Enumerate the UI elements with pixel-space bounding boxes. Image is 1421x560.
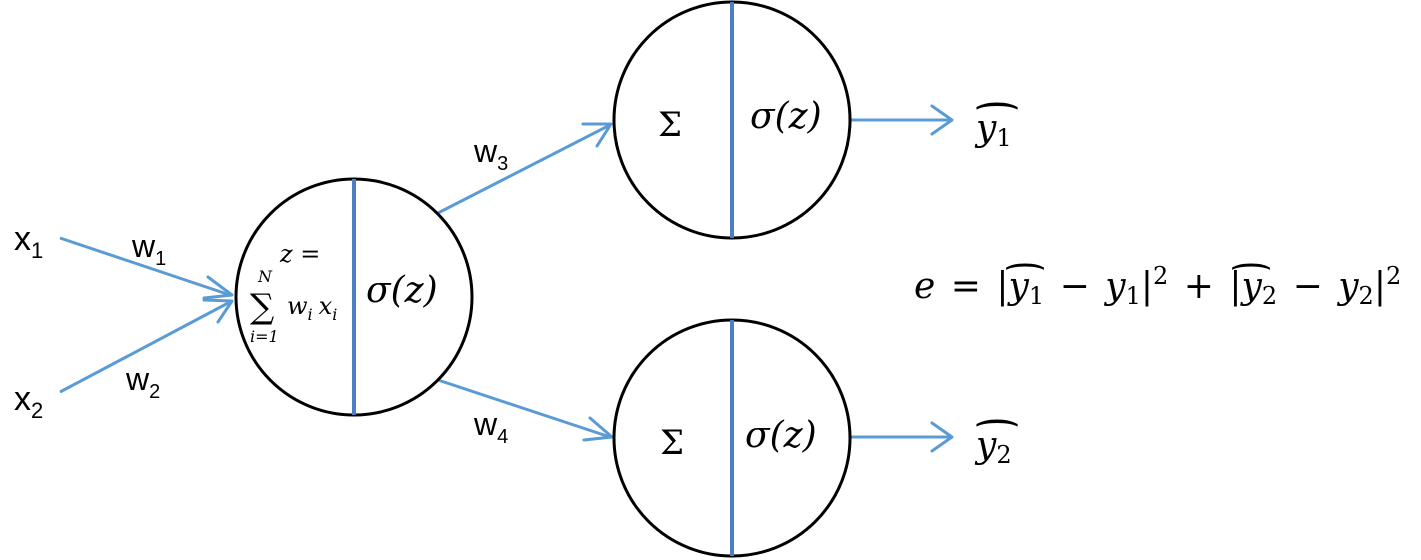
yhat1-label: y1: [974, 108, 1012, 152]
yhat2-hat: ⌢: [972, 397, 1022, 443]
yhat1-hat: ⌢: [972, 80, 1022, 126]
output-2-activation: σ(z): [745, 415, 817, 456]
hidden-node: [234, 177, 474, 417]
arrowhead-x1-hidden: [202, 275, 234, 300]
hidden-activation: σ(z): [366, 270, 438, 311]
error-hat-2: ⌢: [1228, 241, 1274, 285]
arrowhead-hidden-out2: [582, 416, 614, 442]
weight-label-w4: w4: [473, 406, 508, 448]
error-hat-1: ⌢: [1002, 241, 1048, 285]
weight-label-w1: w1: [131, 228, 166, 270]
output-node-1: [612, 0, 852, 240]
error-formula-text: e = |y1 − y1|2 + |y2 − y2|2: [914, 252, 1401, 313]
sum-symbol: ∑: [250, 287, 274, 327]
arrowhead-out2-yhat2: [930, 421, 954, 453]
output-label-yhat1: ⌢ y1: [972, 80, 1022, 152]
output-1-sum-symbol: Σ: [658, 105, 682, 145]
edge-x1-hidden: [59, 236, 231, 297]
weight-label-w3: w3: [473, 133, 508, 175]
output-1-activation: σ(z): [750, 96, 822, 137]
sum-upper-limit: N: [257, 267, 273, 286]
edge-hidden-out2: [437, 378, 611, 439]
edge-hidden-out1: [437, 123, 611, 215]
arrowhead-out1-yhat1: [930, 104, 954, 136]
edge-x2-hidden: [59, 300, 231, 394]
input-label-x2: x2: [14, 380, 43, 423]
sum-lower-limit: i=1: [250, 327, 279, 346]
arrowhead-hidden-out1: [581, 122, 613, 148]
output-node-2: [612, 318, 852, 558]
output-label-yhat2: ⌢ y2: [972, 397, 1022, 469]
error-formula: ⌢ ⌢ e = |y1 − y1|2 + |y2 − y2|2: [914, 241, 1401, 313]
output-2-sum-symbol: Σ: [660, 423, 684, 463]
input-label-x1: x1: [14, 220, 43, 263]
arrowhead-x2-hidden: [202, 298, 234, 324]
sum-z-equals: z =: [279, 240, 320, 268]
edges: [59, 104, 954, 453]
yhat2-label: y2: [974, 425, 1012, 469]
weight-label-w2: w2: [125, 361, 160, 403]
